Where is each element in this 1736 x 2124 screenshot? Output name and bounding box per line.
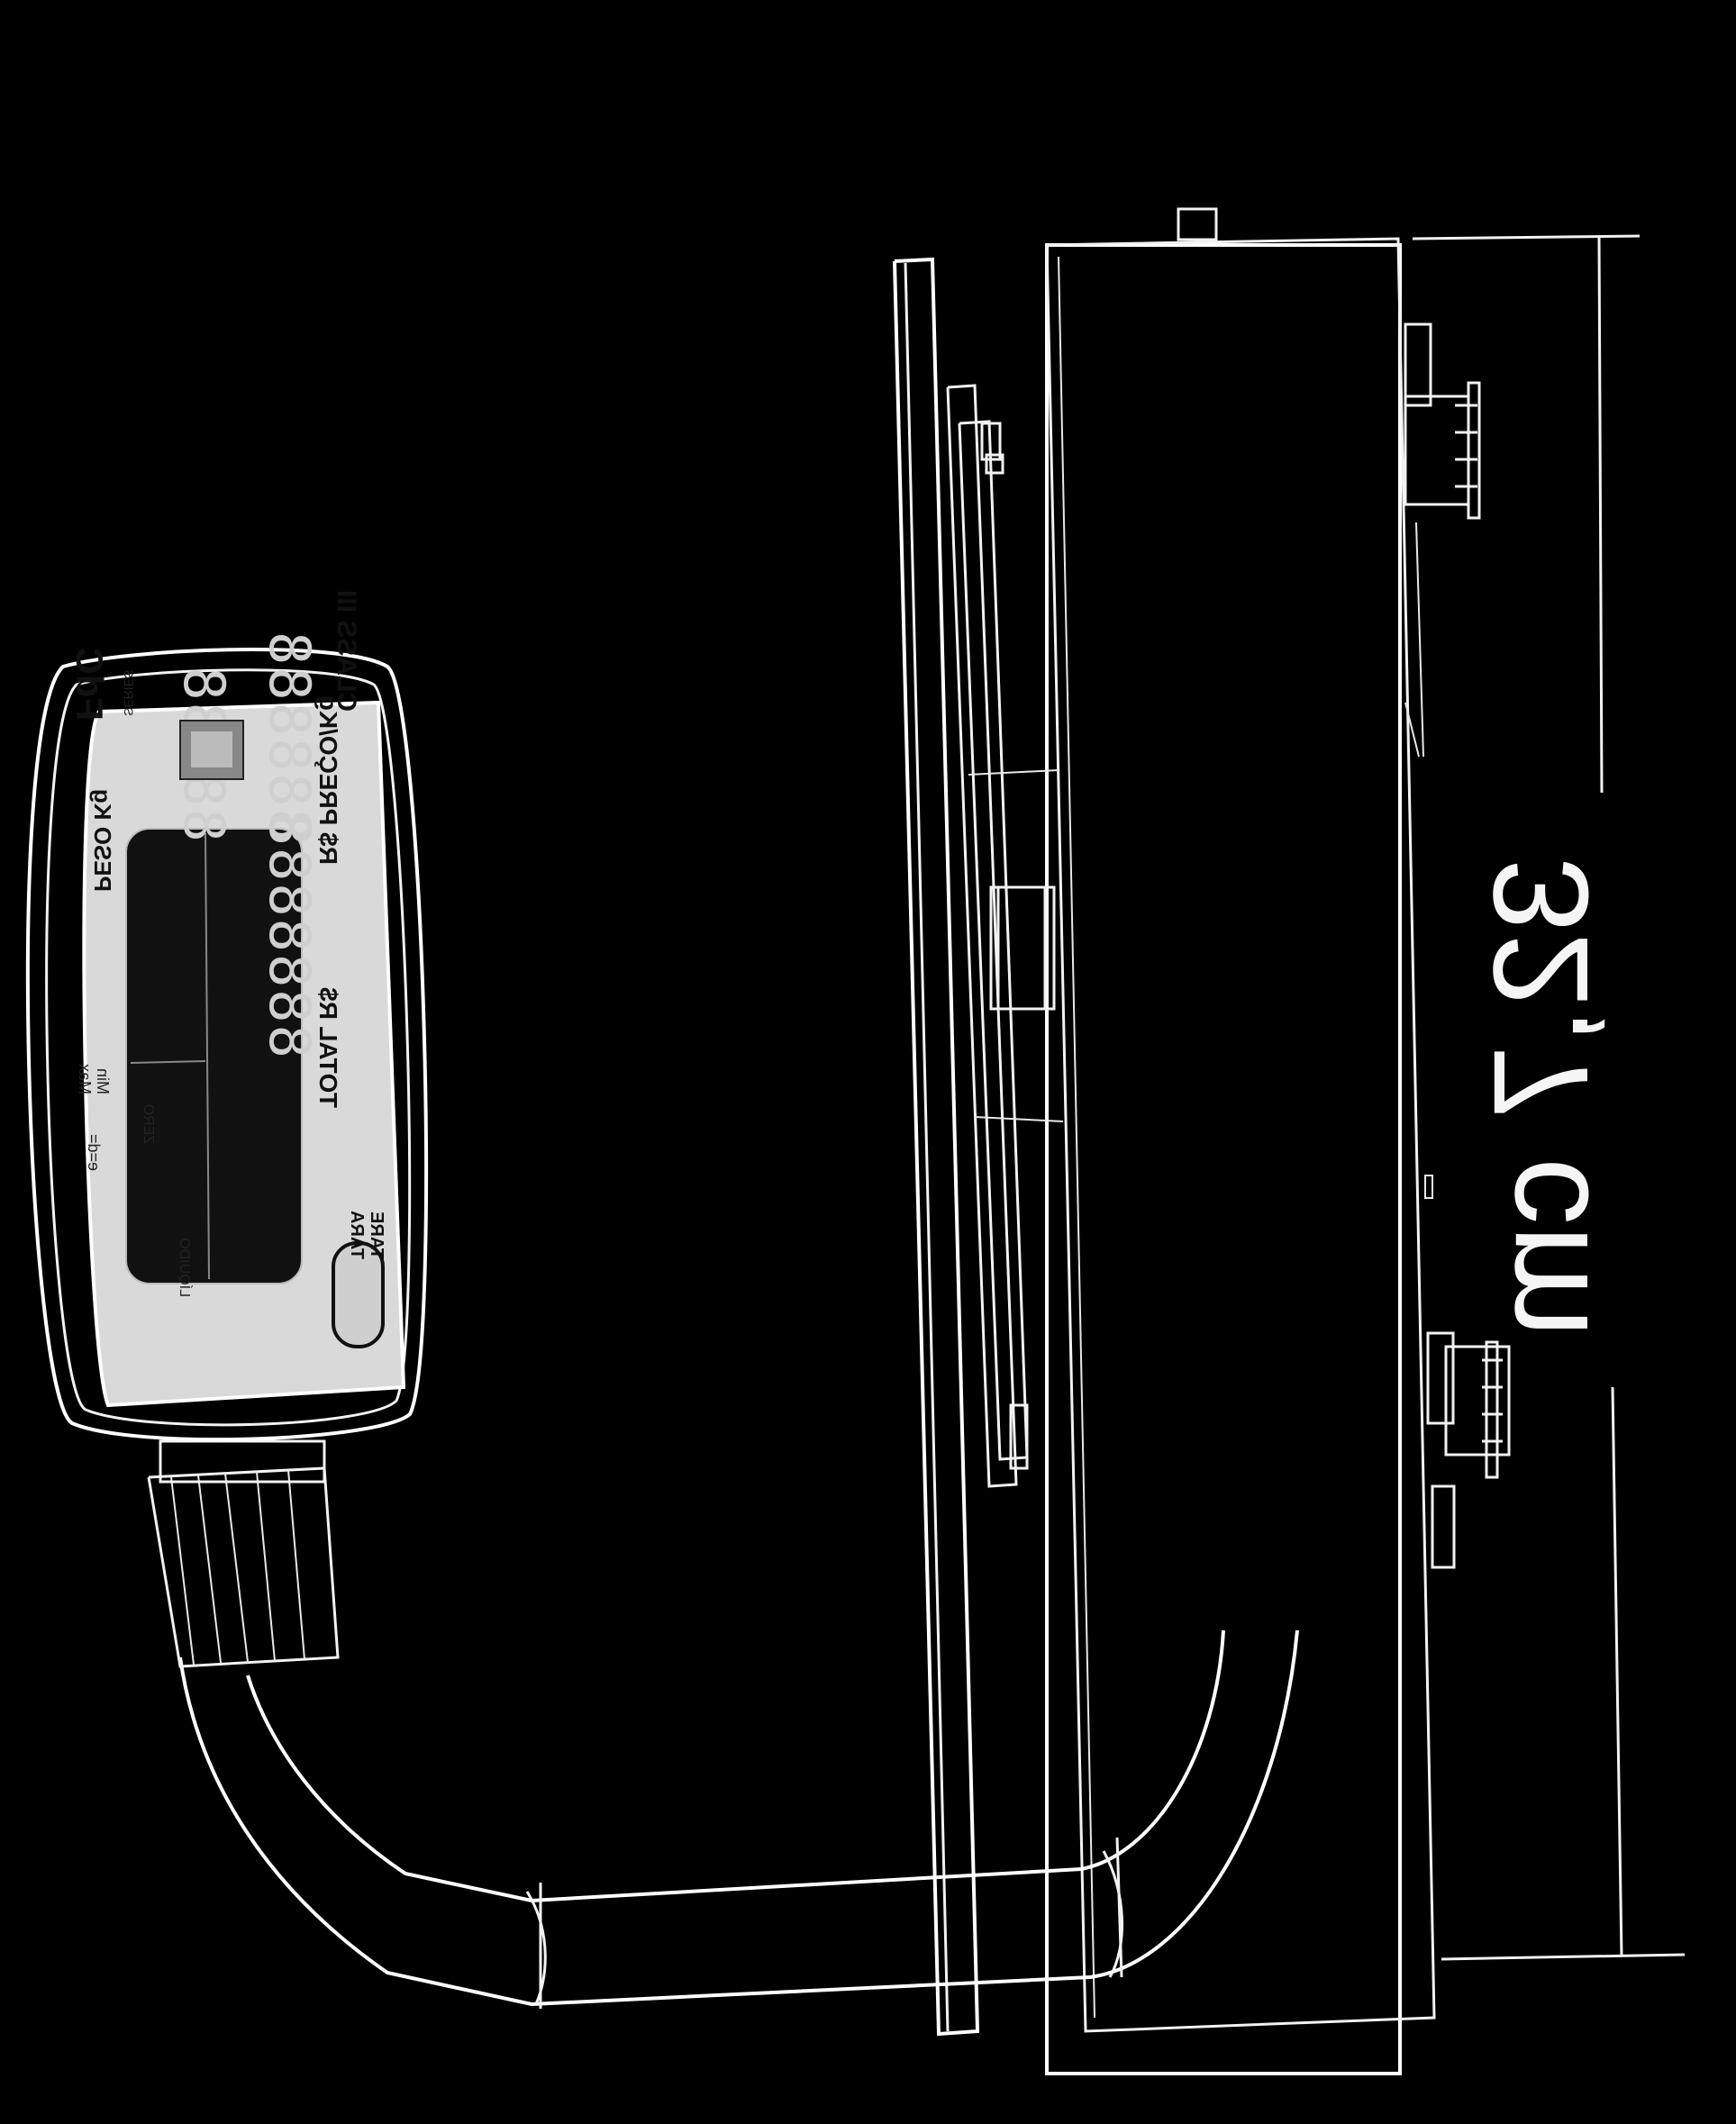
series-label: SERIES <box>122 670 136 716</box>
liquid-label: LÍQUIDO <box>177 1238 194 1297</box>
tare-button-sublabel: TARE <box>367 1212 386 1259</box>
tare-button-label: TARA <box>347 1211 367 1259</box>
zero-label: ZERO <box>141 1104 156 1144</box>
scale-base <box>1045 207 1511 2075</box>
total-digits: 8888888 <box>257 811 323 1058</box>
net-indicator-icon <box>185 1171 207 1198</box>
weighing-platform <box>893 257 1064 2037</box>
max-label: Max <box>76 1064 94 1094</box>
dimension-line <box>1412 234 1686 1961</box>
certification-seal <box>179 720 244 780</box>
zero-indicator-icon <box>180 1099 203 1126</box>
price-label: R$ PREÇO/Kg <box>314 695 342 865</box>
dimension-label: 32,7 cm <box>1465 857 1616 1338</box>
foot-top <box>1404 322 1481 520</box>
price-digits: 888888 <box>257 630 323 842</box>
total-label: TOTAL R$ <box>314 987 342 1108</box>
min-label: Min <box>94 1068 112 1094</box>
brand-logo: FdC <box>68 647 111 721</box>
lcd-display <box>125 828 303 1284</box>
tare-button[interactable]: TARA TARE <box>332 1211 386 1348</box>
foot-bottom <box>1426 1331 1511 1569</box>
connection-cable <box>147 1439 1299 2009</box>
e-label: e=d= <box>85 1134 103 1171</box>
weight-label: PESO Kg <box>89 789 116 892</box>
class-label: CLASS III <box>332 590 361 712</box>
